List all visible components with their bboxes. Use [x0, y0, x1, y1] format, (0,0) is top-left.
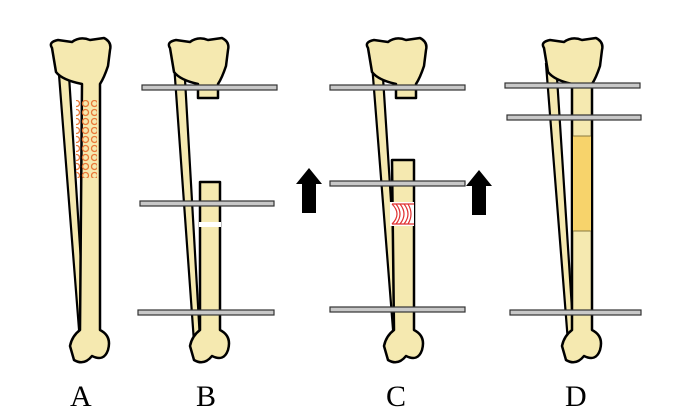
- fixator-pin: [139, 200, 275, 207]
- fixator-pin: [504, 82, 641, 89]
- proximal-tibia: [365, 36, 428, 100]
- fixator-pin: [137, 309, 275, 316]
- arrow-up-icon: [296, 168, 322, 213]
- panel-c: [296, 36, 492, 364]
- panel-label-b: B: [196, 380, 216, 413]
- osteotomy-gap: [199, 222, 221, 227]
- fixator-pin: [509, 309, 642, 316]
- fixator-pin: [141, 84, 278, 91]
- fixator-pin: [329, 306, 466, 313]
- panel-label-c: C: [386, 380, 406, 413]
- fixator-pin: [329, 84, 466, 91]
- consolidated-segment: [573, 136, 591, 231]
- fixator-pin: [506, 114, 642, 121]
- distal-tibia: [188, 180, 231, 364]
- panel-a: [49, 36, 112, 364]
- regenerate-zone: [390, 202, 414, 226]
- lesion-area: [76, 100, 97, 178]
- arrow-up-icon: [466, 170, 492, 215]
- fixator-pin: [329, 180, 466, 187]
- fibula: [544, 60, 576, 344]
- panel-label-a: A: [70, 380, 92, 413]
- panel-b: [137, 36, 278, 364]
- panel-label-d: D: [565, 380, 587, 413]
- panel-d: [504, 36, 642, 364]
- proximal-tibia: [167, 36, 230, 100]
